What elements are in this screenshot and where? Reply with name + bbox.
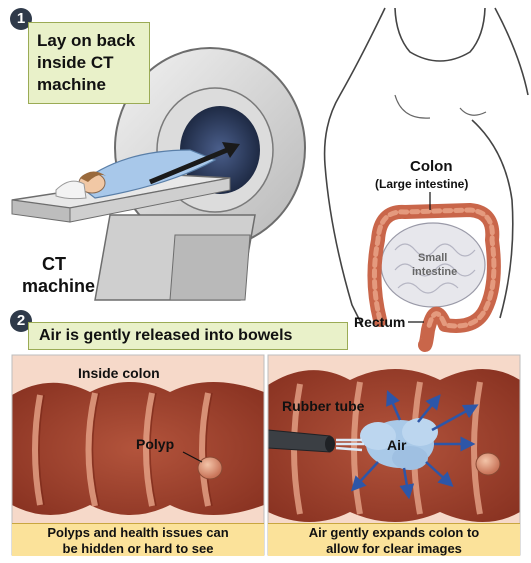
colon-sublabel: (Large intestine) bbox=[375, 177, 468, 191]
left-panel-caption: Polyps and health issues can be hidden o… bbox=[12, 523, 264, 556]
left-caption-line-2: be hidden or hard to see bbox=[12, 541, 264, 557]
body-outline bbox=[395, 8, 485, 61]
small-intestine bbox=[381, 223, 485, 307]
step-1-line-2: inside CT bbox=[37, 53, 114, 73]
step-1-instruction-box: Lay on back inside CT machine bbox=[28, 22, 150, 104]
step-2-instruction: Air is gently released into bowels bbox=[39, 327, 292, 345]
step-1-line-3: machine bbox=[37, 75, 106, 95]
patient-pillow bbox=[56, 181, 86, 199]
rectum-label: Rectum bbox=[354, 314, 405, 330]
step-1-line-1: Lay on back bbox=[37, 31, 135, 51]
ct-machine-label-line-1: CT bbox=[42, 254, 66, 275]
ct-machine-label-line-2: machine bbox=[22, 276, 95, 297]
left-caption-line-1: Polyps and health issues can bbox=[12, 524, 264, 541]
rubber-tube-label: Rubber tube bbox=[282, 398, 364, 414]
colon-label: Colon bbox=[410, 158, 453, 175]
right-caption-line-2: allow for clear images bbox=[268, 541, 520, 557]
inside-colon-label: Inside colon bbox=[78, 365, 160, 381]
air-label: Air bbox=[387, 437, 406, 453]
small-intestine-label-line-2: intestine bbox=[412, 266, 457, 278]
right-caption-line-1: Air gently expands colon to bbox=[268, 524, 520, 541]
polyp-label: Polyp bbox=[136, 436, 174, 452]
step-2-instruction-box: Air is gently released into bowels bbox=[28, 322, 348, 350]
polyp bbox=[198, 457, 222, 479]
small-intestine-label-line-1: Small bbox=[418, 252, 447, 264]
polyp-right bbox=[476, 453, 500, 475]
right-panel-caption: Air gently expands colon to allow for cl… bbox=[268, 523, 520, 556]
